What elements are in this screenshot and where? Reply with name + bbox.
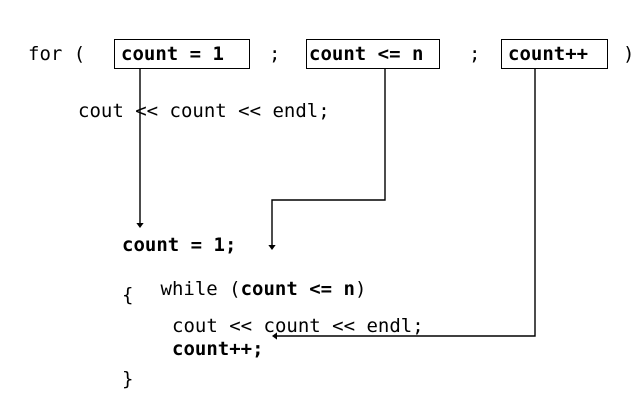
while-close-brace: } bbox=[122, 368, 134, 390]
while-body-increment: count++; bbox=[172, 338, 264, 360]
while-condition: count <= n bbox=[240, 278, 355, 300]
for-update-text: count++ bbox=[508, 43, 589, 65]
while-block-init: count = 1; bbox=[122, 234, 237, 256]
for-condition-box bbox=[306, 39, 440, 69]
while-block-header: while (count <= n) bbox=[122, 261, 367, 318]
while-body-cout: cout << count << endl; bbox=[172, 315, 424, 337]
while-open-brace: { bbox=[122, 284, 134, 306]
for-separator-2: ; bbox=[469, 43, 481, 65]
for-separator-1: ; bbox=[269, 43, 281, 65]
for-condition-text: count <= n bbox=[309, 43, 424, 65]
for-init-text: count = 1 bbox=[121, 43, 224, 65]
condition-arrow bbox=[268, 69, 386, 250]
for-body-statement: cout << count << endl; bbox=[78, 100, 330, 122]
while-close-paren: ) bbox=[355, 278, 367, 300]
for-close-paren: ) bbox=[623, 43, 635, 65]
for-init-box bbox=[114, 39, 250, 69]
while-keyword: while ( bbox=[160, 278, 241, 300]
for-keyword: for ( bbox=[28, 43, 86, 65]
for-update-box bbox=[501, 39, 608, 69]
